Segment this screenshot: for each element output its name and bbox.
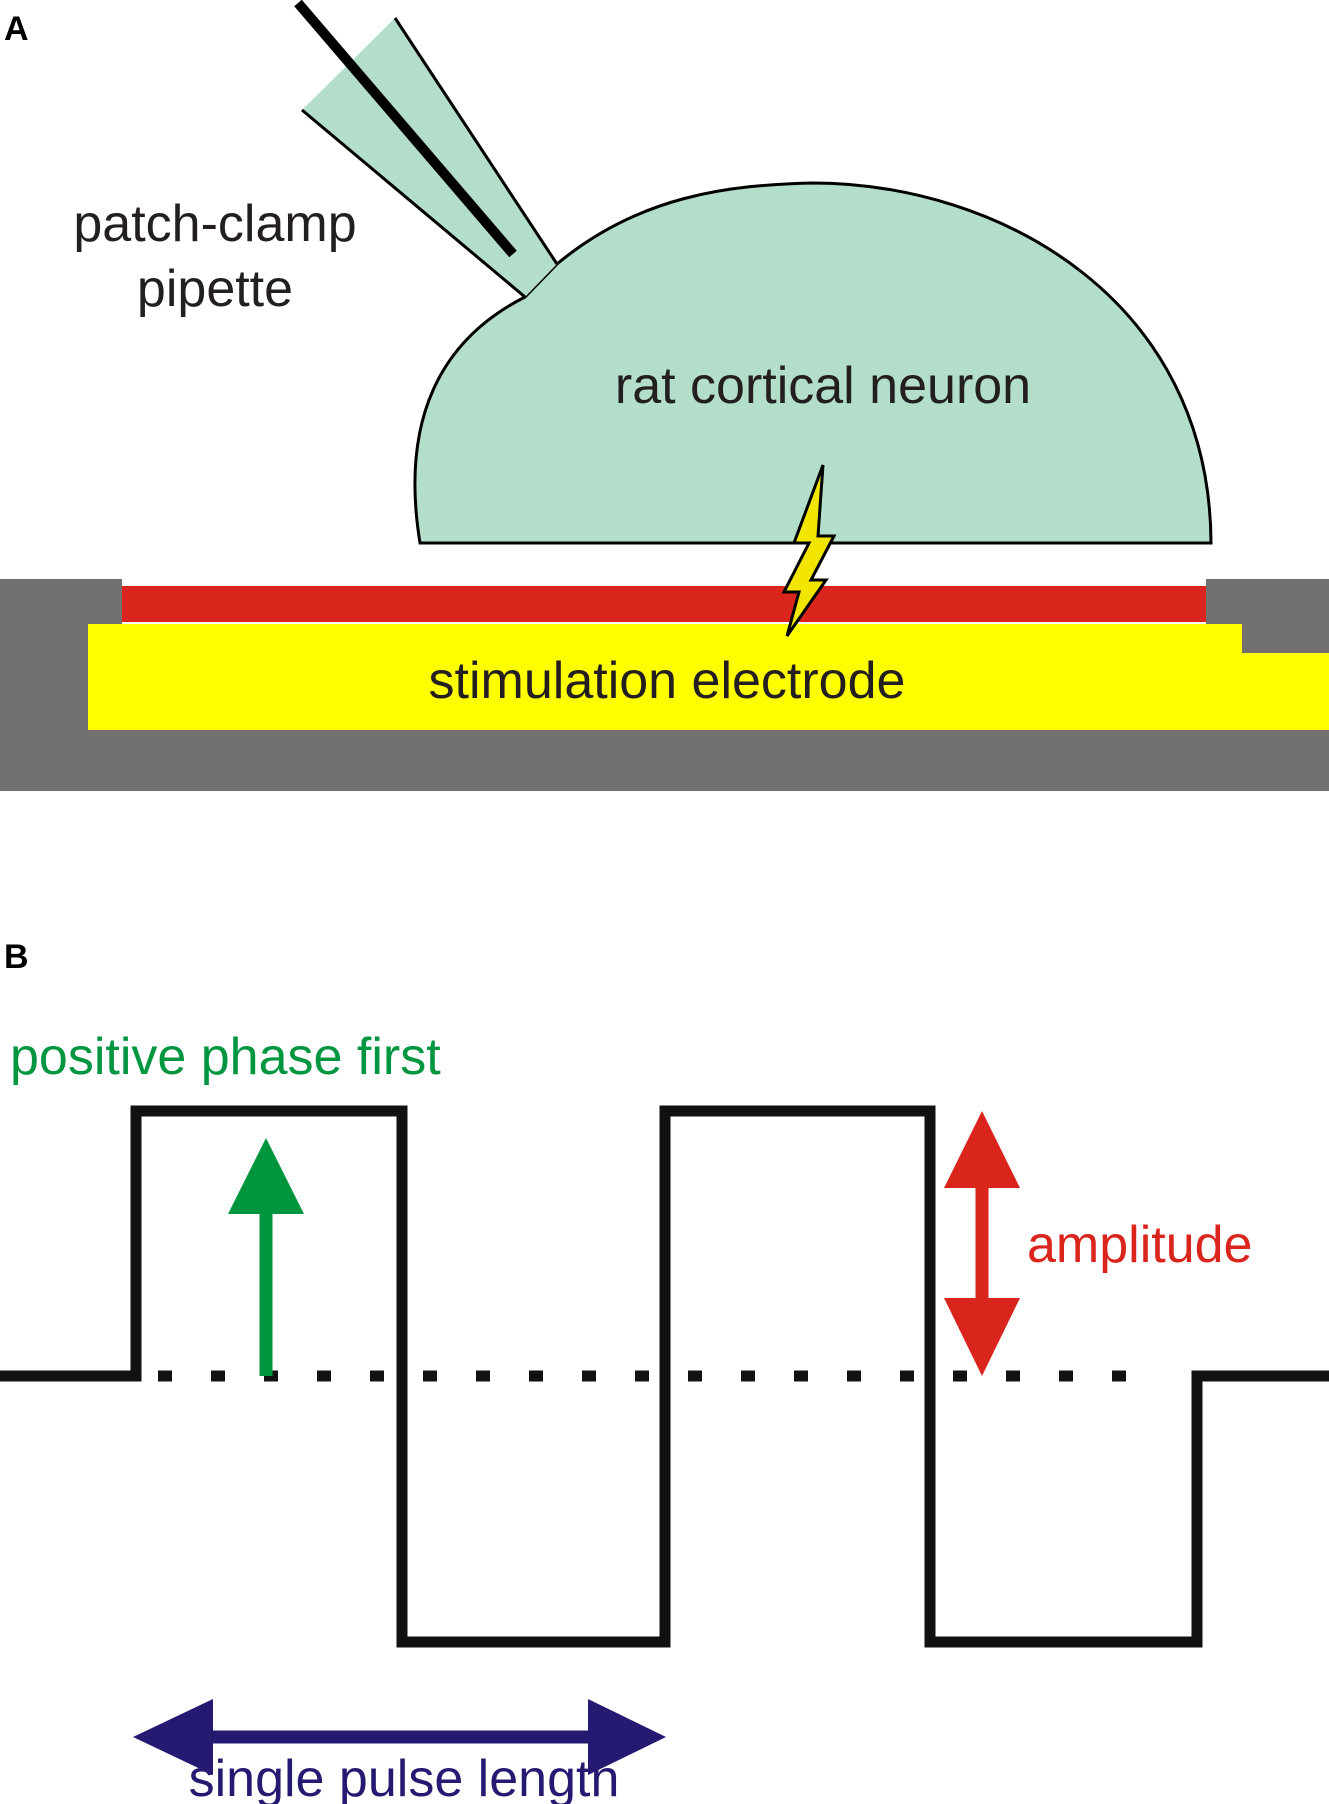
amplitude-label: amplitude [1027,1216,1252,1274]
pulse-length-label: single pulse length [189,1750,620,1804]
pipette-label-line1: patch-clamp [73,195,356,253]
biphasic-waveform [0,1105,1329,1648]
stimulation-electrode [88,624,1329,730]
pulse-length-arrow [133,1699,666,1775]
panel-a-letter: A [4,10,29,48]
lightning-bolt-icon [781,464,837,637]
substrate [0,579,1329,791]
electrode-label: stimulation electrode [429,652,906,710]
patch-clamp-pipette [294,0,559,299]
amplitude-arrow [944,1111,1020,1376]
electrode-gray-step [1242,624,1329,653]
pipette-electrode-wire [294,0,517,258]
panel-b-letter: B [4,938,29,976]
neuron-label: rat cortical neuron [615,357,1031,415]
neuron-cell [413,181,1213,545]
positive-phase-label: positive phase first [10,1028,441,1086]
insulation-layer [122,586,1206,622]
positive-phase-arrow [228,1138,304,1376]
pipette-label-line2: pipette [137,260,293,318]
